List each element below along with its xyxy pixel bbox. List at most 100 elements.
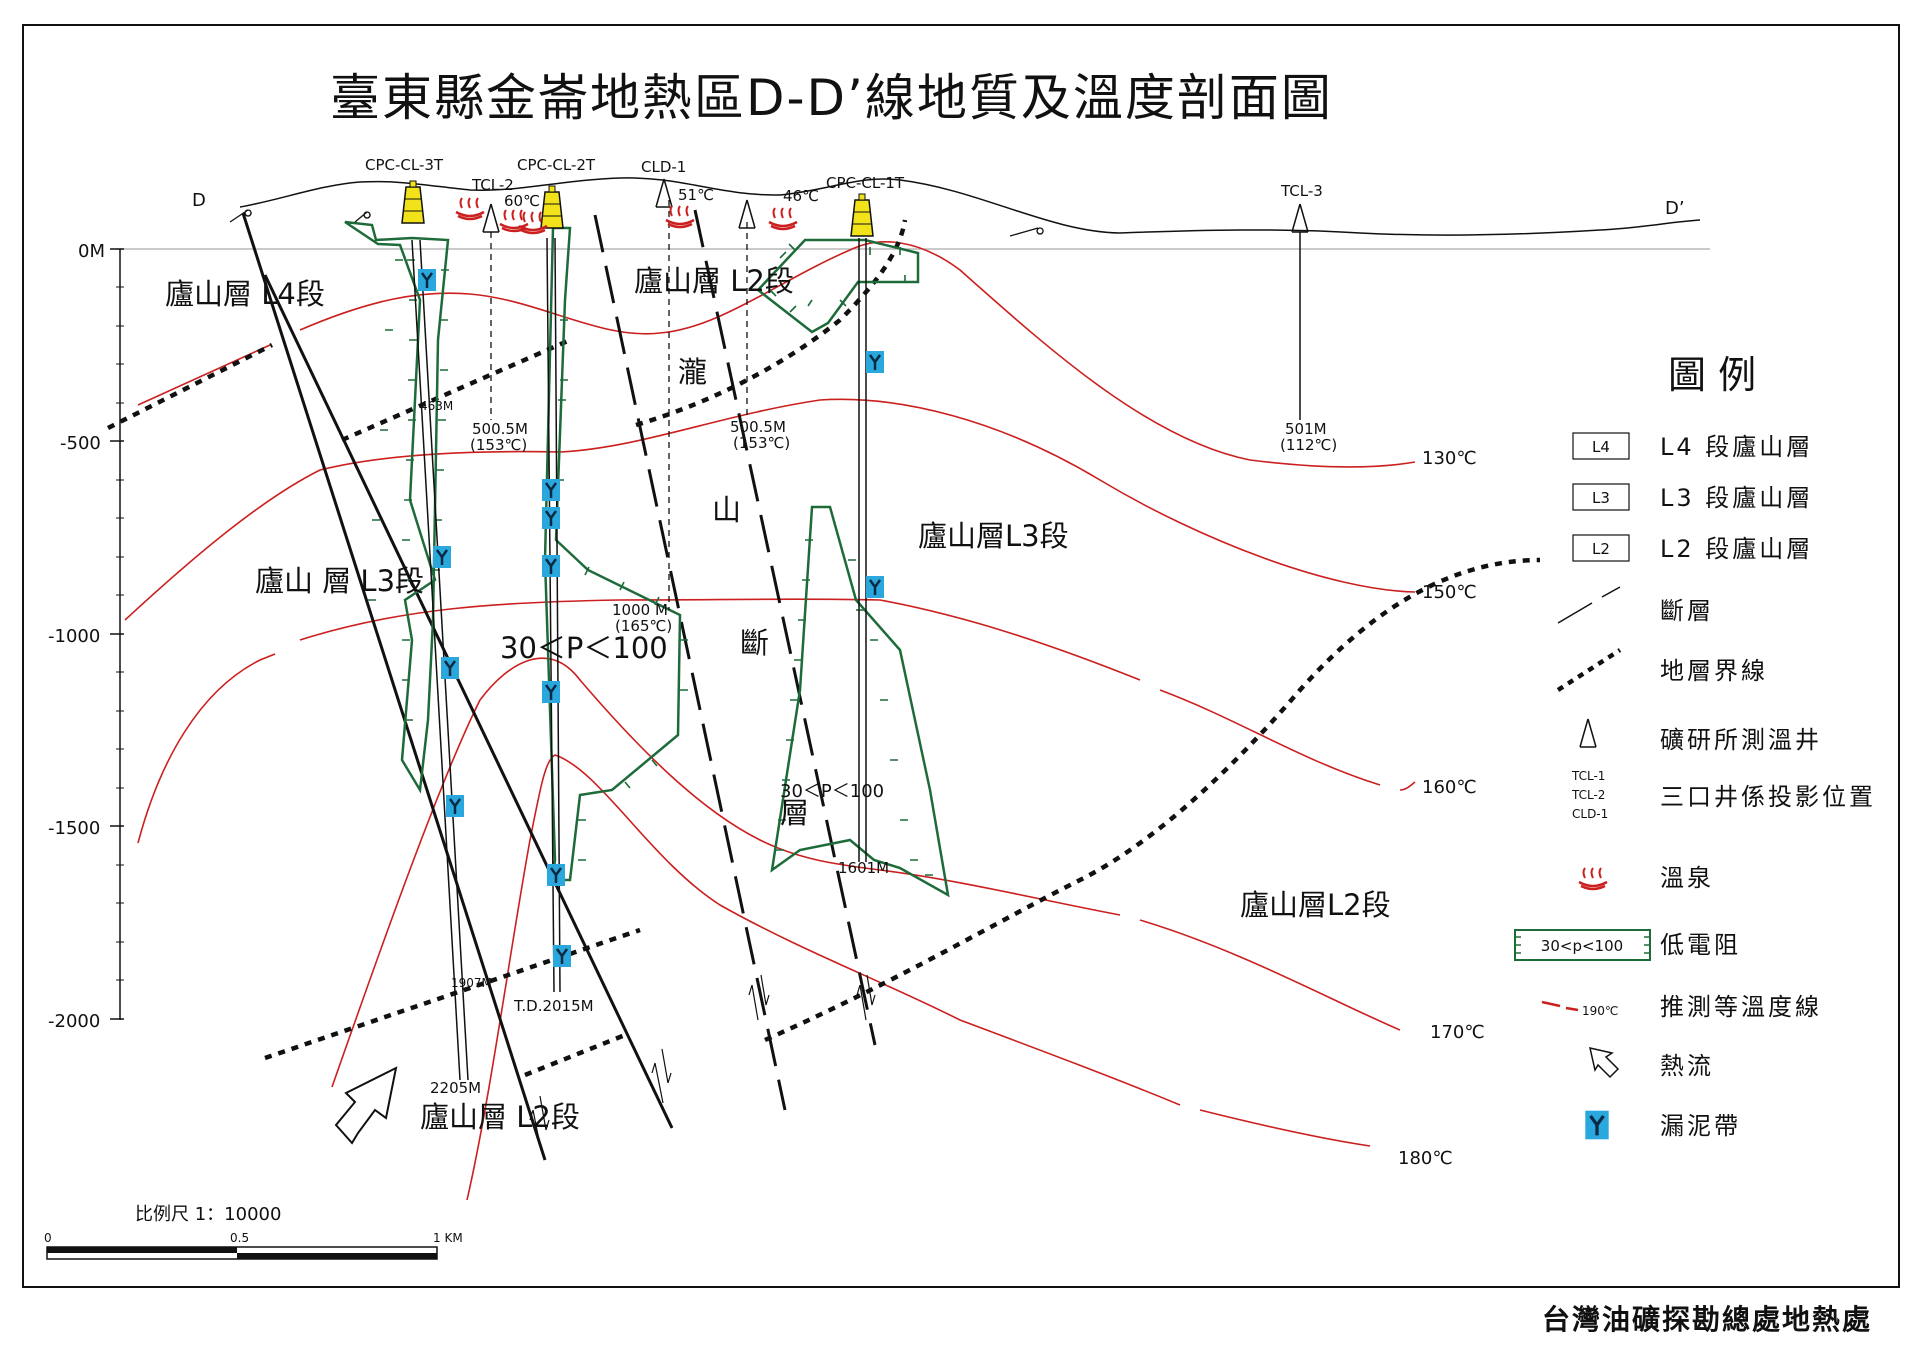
isotherm-160 xyxy=(137,598,1416,844)
derrick-icon xyxy=(540,185,564,229)
well-label-cpc-cl-1t: CPC-CL-1T xyxy=(826,174,905,192)
depth-temp-165: (165℃) xyxy=(615,617,672,635)
fault-name-char-4: 層 xyxy=(780,796,809,830)
resistivity-label-1: 30＜P＜100 xyxy=(500,631,668,665)
isotherm-150 xyxy=(124,398,1416,621)
scale-bar xyxy=(46,1246,438,1260)
scale-tick-1km: 1 KM xyxy=(433,1231,463,1245)
legend: 圖 例 L4 L4 段廬山層 L3 L3 段廬山層 L2 L2 段廬山層 斷層 … xyxy=(1514,353,1873,1141)
y-mud-loss-icon xyxy=(431,544,453,570)
y-mud-loss-icon xyxy=(540,679,562,705)
fault-name-char-2: 山 xyxy=(712,493,741,527)
formation-label-l3-right: 廬山層L3段 xyxy=(918,519,1069,553)
y-mud-loss-icon xyxy=(864,574,886,600)
y-mud-loss-icon xyxy=(545,862,567,888)
profile-end-left: D xyxy=(192,190,206,211)
resistivity-zone-2t xyxy=(543,226,682,882)
depth-label-501m: 501M xyxy=(1285,420,1327,438)
scale-tick-0: 0 xyxy=(44,1231,52,1245)
legend-label-l2: L2 段廬山層 xyxy=(1660,535,1813,563)
isotherm-170 xyxy=(331,657,1401,1088)
legend-box-resistivity: 30<p<100 xyxy=(1541,937,1623,955)
derrick-icon xyxy=(850,193,874,237)
profile-end-right: D’ xyxy=(1665,198,1685,219)
resistivity-zone-1t-top xyxy=(756,238,920,334)
legend-label-isotherm: 推測等溫度線 xyxy=(1660,993,1822,1021)
surface-temp-46: 46℃ xyxy=(783,187,819,205)
legend-well-tcl-1: TCL-1 xyxy=(1571,769,1605,783)
legend-label-temp-well: 礦研所測溫井 xyxy=(1660,726,1822,754)
projected-wells xyxy=(490,200,748,610)
formation-label-l2-bottom: 廬山層 L2段 xyxy=(420,1100,580,1134)
y-mud-loss-icon xyxy=(416,267,438,293)
isotherm-180 xyxy=(466,754,1371,1201)
y-mud-loss-icon xyxy=(1583,1109,1611,1141)
derrick-icon xyxy=(401,180,425,224)
y-mud-loss-icon xyxy=(540,553,562,579)
well-label-tcl-3: TCL-3 xyxy=(1280,182,1323,200)
hot-spring-icon xyxy=(1577,866,1609,891)
isotherm-label-130: 130℃ xyxy=(1422,448,1477,469)
scale-label: 比例尺 1：10000 xyxy=(135,1204,281,1225)
resistivity-zone-1t-deep xyxy=(770,505,950,898)
depth-label-0: 0M xyxy=(78,241,105,262)
depth-label-500: -500 xyxy=(60,433,101,454)
y-mud-loss-icon xyxy=(540,477,562,503)
well-label-cpc-cl-3t: CPC-CL-3T xyxy=(365,156,444,174)
hot-spring-icon xyxy=(767,206,799,231)
hot-spring-icon xyxy=(454,196,486,221)
faults xyxy=(241,209,877,1161)
hot-spring-icon xyxy=(664,204,696,229)
isotherms xyxy=(124,241,1416,1201)
legend-box-l2: L2 xyxy=(1592,540,1610,558)
depth-label-td-2015m: T.D.2015M xyxy=(513,997,594,1015)
y-mud-loss-icon xyxy=(439,655,461,681)
well-label-tcl-2: TCL-2 xyxy=(471,176,514,194)
fault-name-char-3: 斷 xyxy=(740,626,769,660)
legend-label-l3: L3 段廬山層 xyxy=(1660,484,1813,512)
depth-label-500-5m-a: 500.5M xyxy=(472,420,528,438)
y-mud-loss-icon xyxy=(444,793,466,819)
legend-sample-190: 190℃ xyxy=(1582,1004,1618,1018)
legend-label-boundary: 地層界線 xyxy=(1660,657,1768,685)
isotherm-label-160: 160℃ xyxy=(1422,777,1477,798)
surface-temp-51: 51℃ xyxy=(678,186,714,204)
y-mud-loss-icon xyxy=(540,505,562,531)
legend-label-fault: 斷層 xyxy=(1660,597,1714,625)
formation-label-l4-left: 廬山層 L4段 xyxy=(165,277,325,311)
legend-box-l3: L3 xyxy=(1592,489,1610,507)
formation-boundaries xyxy=(106,219,1541,1078)
fault-name-char-1: 瀧 xyxy=(678,355,707,389)
legend-well-tcl-2: TCL-2 xyxy=(1571,788,1605,802)
isotherm-label-150: 150℃ xyxy=(1422,582,1477,603)
legend-label-mud-loss: 漏泥帶 xyxy=(1660,1112,1741,1140)
depth-label-1601m: 1601M xyxy=(838,859,889,877)
depth-axis xyxy=(110,248,124,1020)
y-mud-loss-icon xyxy=(551,943,573,969)
map-frame xyxy=(22,24,1900,1288)
depth-label-1500: -1500 xyxy=(48,818,100,839)
heat-flow-arrow-icon xyxy=(334,1066,398,1145)
low-resistivity-zones xyxy=(344,220,950,898)
legend-label-resistivity: 低電阻 xyxy=(1660,931,1741,959)
y-mud-loss-icon xyxy=(864,349,886,375)
temp-well-icon xyxy=(1579,718,1597,748)
depth-label-1907m: 1907M xyxy=(451,976,492,990)
legend-title: 圖 例 xyxy=(1668,353,1756,397)
fault-motion-arrows xyxy=(529,974,876,1151)
resistivity-zone-3t xyxy=(344,220,450,794)
temp-well-icon xyxy=(1291,203,1309,233)
depth-temp-153-b: (153℃) xyxy=(733,434,790,452)
formation-label-l3-left: 廬山 層 L3段 xyxy=(255,564,424,598)
legend-well-cld-1: CLD-1 xyxy=(1572,807,1608,821)
isotherm-label-180: 180℃ xyxy=(1398,1148,1453,1169)
depth-temp-112: (112℃) xyxy=(1280,436,1337,454)
depth-label-500-5m-b: 500.5M xyxy=(730,418,786,436)
well-label-cpc-cl-2t: CPC-CL-2T xyxy=(517,156,596,174)
depth-temp-153-a: (153℃) xyxy=(470,436,527,454)
isotherm-label-170: 170℃ xyxy=(1430,1022,1485,1043)
resistivity-label-2: 30＜P＜100 xyxy=(780,781,884,802)
surface-dip-symbols xyxy=(229,209,1044,237)
formation-label-l2-right: 廬山層L2段 xyxy=(1240,888,1391,922)
